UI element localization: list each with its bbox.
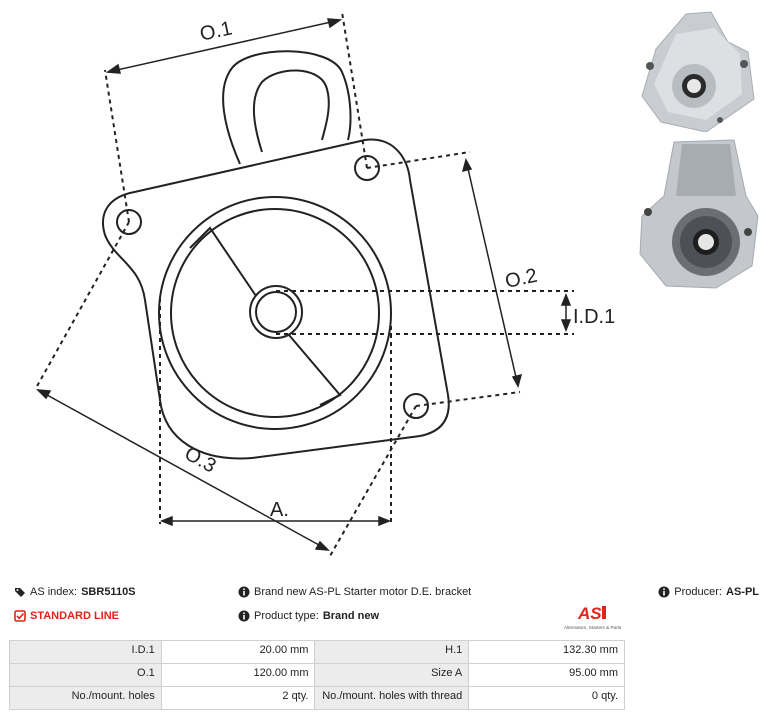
outer-ring — [158, 196, 392, 430]
label-id1: I.D.1 — [573, 306, 615, 328]
producer: Producer: AS-PL — [658, 586, 759, 598]
spec-label-2: H.1 — [314, 640, 470, 664]
technical-drawing: O.1 O.2 O.3 I.D.1 A. — [35, 11, 615, 557]
spec-label-2: Size A — [314, 663, 470, 687]
spec-value-2: 132.30 mm — [468, 640, 625, 664]
mount-hole-left — [116, 209, 142, 235]
info-circle-icon — [238, 610, 250, 622]
product-photo-front — [636, 4, 760, 132]
mount-hole-bottom-right — [403, 393, 429, 419]
info-row-secondary: STANDARD LINE Product type: Brand new — [14, 610, 623, 630]
dimension-line — [107, 19, 341, 73]
label-o1: O.1 — [198, 17, 234, 45]
as-index: AS index: SBR5110S — [14, 586, 136, 598]
bracket-lug-inner — [252, 69, 330, 153]
label-a: A. — [270, 499, 289, 521]
spec-label-1: I.D.1 — [9, 640, 162, 664]
extension-line — [415, 391, 521, 407]
extension-line — [35, 221, 130, 389]
svg-text:AS: AS — [577, 604, 602, 623]
sector-shape — [189, 226, 342, 406]
spec-value-2: 95.00 mm — [468, 663, 625, 687]
tags-icon — [15, 588, 25, 597]
spec-value-1: 120.00 mm — [160, 663, 316, 687]
spec-label-2: No./mount. holes with thread — [314, 686, 470, 710]
spec-label-1: O.1 — [9, 663, 162, 687]
as-index-value: SBR5110S — [81, 586, 136, 598]
description: Brand new AS-PL Starter motor D.E. brack… — [238, 586, 471, 598]
as-index-label: AS index: — [30, 586, 78, 598]
dimension-line — [465, 159, 519, 387]
bracket-outline — [102, 138, 450, 460]
product-type-label: Product type: — [254, 610, 319, 622]
extension-line — [104, 69, 130, 223]
check-square-icon — [14, 610, 26, 622]
spec-value-1: 20.00 mm — [160, 640, 316, 664]
mount-hole-top-right — [354, 155, 380, 181]
producer-label: Producer: — [674, 586, 722, 598]
spec-value-1: 2 qty. — [160, 686, 316, 710]
info-circle-icon — [238, 586, 250, 598]
spec-value-2: 0 qty. — [468, 686, 625, 710]
description-text: Brand new AS-PL Starter motor D.E. brack… — [254, 586, 472, 598]
bore-outer — [249, 285, 303, 339]
spec-label-1: No./mount. holes — [9, 686, 162, 710]
product-type: Product type: Brand new — [238, 610, 379, 622]
info-circle-icon — [658, 586, 670, 598]
inner-ring — [170, 208, 380, 418]
label-o2: O.2 — [503, 265, 539, 293]
producer-value: AS-PL — [726, 586, 759, 598]
extension-line — [366, 151, 471, 169]
bracket-lug — [222, 50, 352, 165]
product-photo-back — [636, 136, 760, 296]
product-line: STANDARD LINE — [14, 610, 119, 622]
svg-text:Alternators, Starters & Parts: Alternators, Starters & Parts — [564, 625, 622, 630]
extension-line — [329, 405, 417, 557]
product-type-value: Brand new — [322, 610, 380, 622]
extension-line — [341, 11, 368, 169]
info-row-primary: AS index: SBR5110S Brand new AS-PL Start… — [14, 586, 759, 606]
brand-logo: AS Alternators, Starters & Parts — [564, 604, 622, 630]
product-line-label: STANDARD LINE — [30, 610, 120, 622]
dimension-line — [37, 389, 329, 551]
